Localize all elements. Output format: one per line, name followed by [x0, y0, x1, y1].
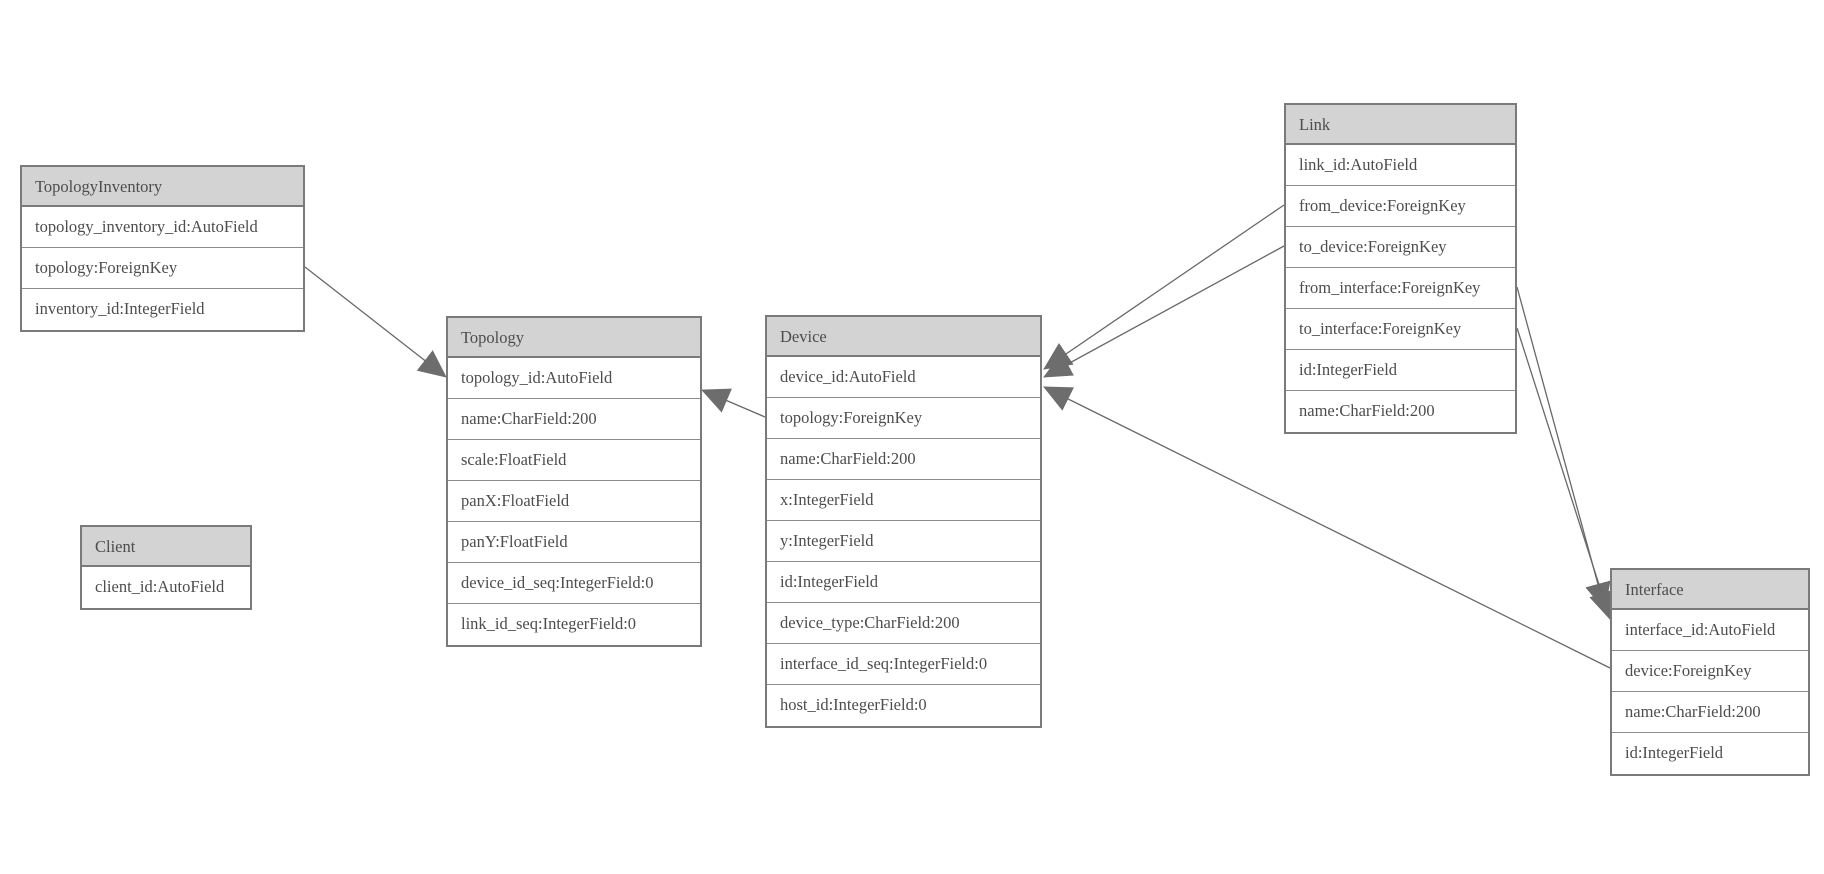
field-row: from_device:ForeignKey — [1286, 186, 1515, 227]
field-row: id:IntegerField — [1612, 733, 1808, 774]
entity-title: Client — [82, 527, 250, 567]
field-row: interface_id_seq:IntegerField:0 — [767, 644, 1040, 685]
entity-table-device: Device device_id:AutoField topology:Fore… — [765, 315, 1042, 728]
relation-link-fromdevice-device — [1043, 204, 1285, 370]
field-row: device:ForeignKey — [1612, 651, 1808, 692]
field-row: topology:ForeignKey — [767, 398, 1040, 439]
entity-table-topologyinventory: TopologyInventory topology_inventory_id:… — [20, 165, 305, 332]
entity-table-interface: Interface interface_id:AutoField device:… — [1610, 568, 1810, 776]
field-row: panX:FloatField — [448, 481, 700, 522]
field-row: device_id_seq:IntegerField:0 — [448, 563, 700, 604]
entity-title: TopologyInventory — [22, 167, 303, 207]
field-row: y:IntegerField — [767, 521, 1040, 562]
field-row: name:CharField:200 — [1286, 391, 1515, 432]
field-row: id:IntegerField — [767, 562, 1040, 603]
field-row: inventory_id:IntegerField — [22, 289, 303, 330]
field-row: name:CharField:200 — [767, 439, 1040, 480]
field-row: device_type:CharField:200 — [767, 603, 1040, 644]
relation-link-tointerface-interface — [1516, 327, 1615, 620]
entity-title: Device — [767, 317, 1040, 357]
field-row: client_id:AutoField — [82, 567, 250, 608]
field-row: topology_id:AutoField — [448, 358, 700, 399]
entity-table-client: Client client_id:AutoField — [80, 525, 252, 610]
field-row: id:IntegerField — [1286, 350, 1515, 391]
entity-table-topology: Topology topology_id:AutoField name:Char… — [446, 316, 702, 647]
field-row: from_interface:ForeignKey — [1286, 268, 1515, 309]
field-row: scale:FloatField — [448, 440, 700, 481]
entity-title: Topology — [448, 318, 700, 358]
field-row: interface_id:AutoField — [1612, 610, 1808, 651]
field-row: device_id:AutoField — [767, 357, 1040, 398]
relation-interface-device — [1043, 386, 1611, 669]
field-row: topology_inventory_id:AutoField — [22, 207, 303, 248]
field-row: panY:FloatField — [448, 522, 700, 563]
field-row: name:CharField:200 — [1612, 692, 1808, 733]
field-row: to_interface:ForeignKey — [1286, 309, 1515, 350]
relation-topologyinventory-topology — [304, 266, 447, 378]
entity-table-link: Link link_id:AutoField from_device:Forei… — [1284, 103, 1517, 434]
field-row: link_id:AutoField — [1286, 145, 1515, 186]
entity-title: Interface — [1612, 570, 1808, 610]
field-row: link_id_seq:IntegerField:0 — [448, 604, 700, 645]
relation-device-topology — [701, 388, 766, 418]
field-row: x:IntegerField — [767, 480, 1040, 521]
relation-link-todevice-device — [1043, 245, 1285, 378]
field-row: host_id:IntegerField:0 — [767, 685, 1040, 726]
field-row: to_device:ForeignKey — [1286, 227, 1515, 268]
field-row: name:CharField:200 — [448, 399, 700, 440]
field-row: topology:ForeignKey — [22, 248, 303, 289]
entity-title: Link — [1286, 105, 1515, 145]
